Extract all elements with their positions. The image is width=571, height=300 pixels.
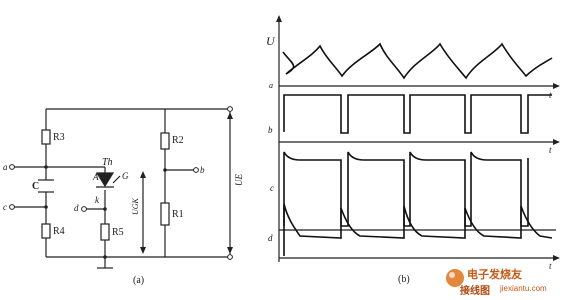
waveform-row-label-b: b xyxy=(268,125,273,135)
label-anode: A xyxy=(93,172,99,182)
terminal-label-b: b xyxy=(200,165,205,175)
watermark-logo-text: 接线图 xyxy=(460,286,490,297)
label-ugk: UGK xyxy=(131,198,140,215)
watermark-url-name: jiexiantu xyxy=(500,284,530,293)
label-cathode: k xyxy=(95,195,99,205)
caption-b: (b) xyxy=(398,274,410,285)
waveform-row-label-a: a xyxy=(269,81,273,90)
label-r2: R2 xyxy=(172,135,184,146)
waveform-t-label-3: t xyxy=(549,261,552,271)
waveform-row-label-c: c xyxy=(270,183,274,193)
terminal-label-a: a xyxy=(3,162,8,172)
waveform-row-label-d: d xyxy=(268,233,273,243)
label-r1: R1 xyxy=(172,209,184,220)
watermark-url-tld: .com xyxy=(529,284,547,293)
waveform-u-axis-label: U xyxy=(266,34,275,48)
label-c: C xyxy=(32,181,40,192)
caption-a: (a) xyxy=(133,275,145,286)
label-ue: UE xyxy=(234,174,244,186)
watermark-url: jiexiantu.com xyxy=(500,284,547,293)
terminal-label-c: c xyxy=(3,202,7,212)
label-r3: R3 xyxy=(53,132,65,143)
label-th: Th xyxy=(102,157,113,168)
waveform-t-label-1: t xyxy=(549,90,552,100)
label-gate: G xyxy=(122,171,129,181)
label-r5: R5 xyxy=(112,227,124,238)
label-r4: R4 xyxy=(53,226,65,237)
terminal-label-d: d xyxy=(74,203,79,213)
waveform-t-label-2: t xyxy=(549,145,552,155)
watermark-site-name: 电子发烧友 xyxy=(467,269,522,281)
